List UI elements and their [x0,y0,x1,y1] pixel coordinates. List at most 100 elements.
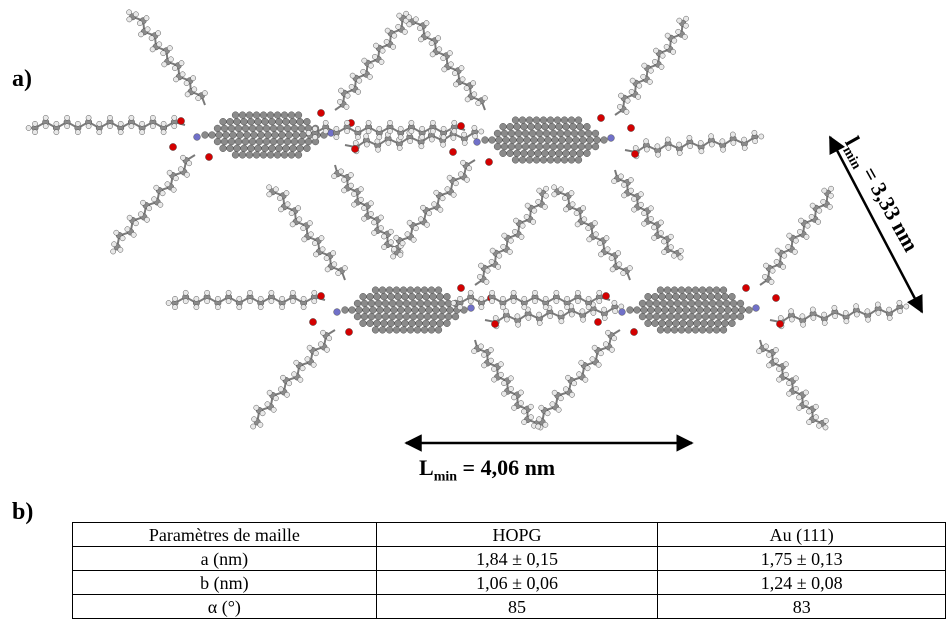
atom [213,137,222,146]
atom [303,118,311,126]
atom [499,123,507,131]
atom [276,137,285,146]
atom [481,136,489,144]
atom [168,56,174,63]
atom [351,201,357,208]
atom [569,201,576,208]
atom [333,308,341,316]
atom [172,304,178,311]
atom [471,124,478,131]
atom [677,326,686,334]
atom [195,95,202,102]
atom [399,286,408,294]
atom [788,316,795,323]
atom [542,304,549,311]
panel-b-label: b) [12,499,34,525]
atom [719,138,726,145]
atom [236,131,244,139]
atom [827,204,833,210]
atom [353,299,362,308]
atom [576,123,584,131]
atom [371,219,377,226]
atom [799,313,806,320]
atom [372,53,378,60]
atom [488,347,494,353]
atom [508,386,514,392]
atom [381,299,390,308]
atom [290,298,296,305]
atom [618,303,625,310]
atom [618,308,626,316]
atom [371,326,380,334]
atom [160,129,167,136]
atom [367,312,376,321]
atom [521,142,530,151]
atom [630,328,638,336]
atom [644,319,652,327]
atom [828,185,834,192]
atom [520,123,528,131]
atom [413,225,419,232]
atom [602,341,609,348]
L-min-subscript: min [433,469,458,485]
atom [317,341,324,348]
atom [266,184,272,191]
atom [338,168,344,175]
atom [570,129,579,138]
atom [518,116,527,124]
atom [448,61,454,68]
atom [647,79,653,85]
atom [231,151,240,159]
atom [457,171,464,178]
atom [586,136,594,144]
atom [658,230,664,236]
atom [512,228,518,235]
L-min-label: Lmin = 4,06 nm [419,455,555,485]
atom [167,45,173,51]
atom [797,228,803,235]
atom [409,299,418,308]
atom [333,125,340,132]
molecular-model [25,9,924,452]
atom [243,131,251,139]
atom [292,131,300,139]
atom [225,298,232,305]
atom [527,149,535,157]
atom [186,160,193,167]
atom [440,134,447,141]
atom [772,294,780,302]
atom [644,293,652,301]
atom [401,319,409,327]
atom [821,311,827,318]
atom [598,251,604,258]
atom [478,128,485,135]
atom [368,211,374,217]
atom [786,380,792,387]
atom [543,192,549,199]
atom [478,262,484,269]
atom [124,226,131,233]
atom [437,299,446,308]
atom [331,261,338,268]
atom [395,23,402,30]
atom [499,149,507,157]
table-cell: 1,24 ± 0,08 [657,570,946,595]
atom [886,315,893,321]
atom [853,303,859,310]
atom [571,380,578,387]
table-row: b (nm) 1,06 ± 0,06 1,24 ± 0,08 [72,570,946,595]
atom [793,375,799,382]
atom [166,169,173,176]
atom [557,310,564,316]
atom [351,145,359,153]
atom [312,134,318,141]
atom [268,289,275,296]
atom [665,293,673,301]
atom [245,151,254,159]
atom [638,299,647,308]
atom [651,319,659,327]
atom [809,202,816,209]
atom [568,190,575,196]
atom [413,286,422,294]
atom [664,32,671,39]
